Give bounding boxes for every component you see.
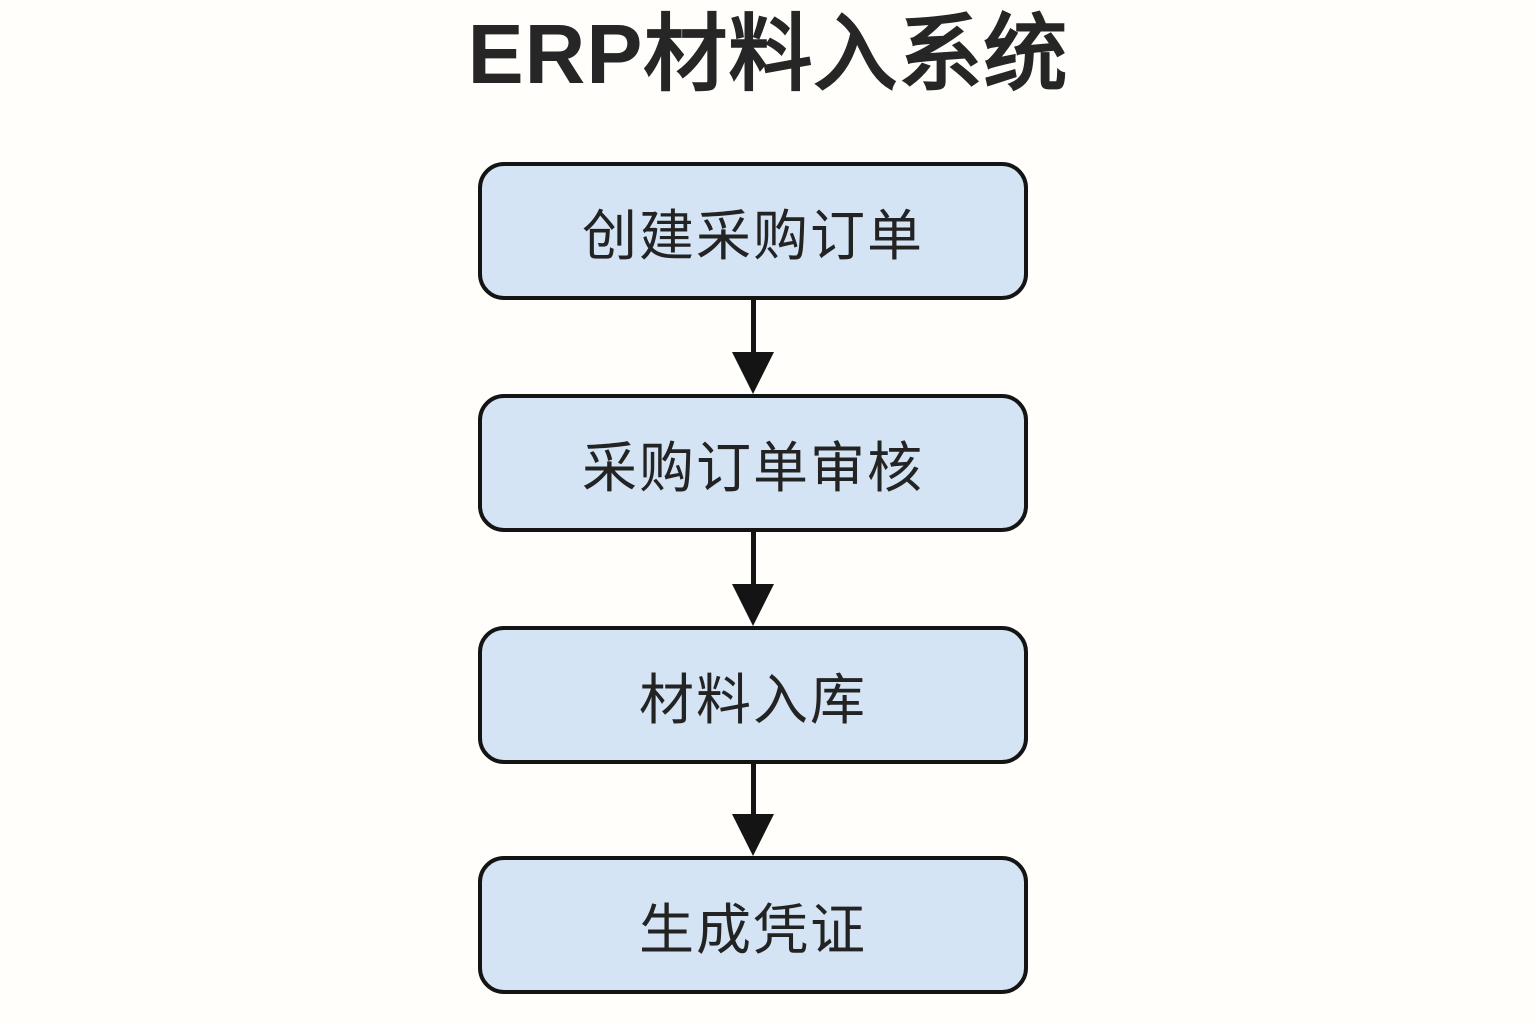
arrow-down-icon	[731, 532, 775, 626]
arrow-head-icon	[732, 584, 774, 626]
flow-node-create-purchase-order: 创建采购订单	[478, 162, 1028, 300]
arrow-line	[750, 300, 756, 352]
arrow-head-icon	[732, 352, 774, 394]
arrow-down-icon	[731, 764, 775, 856]
arrow-down-icon	[731, 300, 775, 394]
flow-node-label: 采购订单审核	[581, 437, 924, 499]
flow-node-material-warehousing: 材料入库	[478, 626, 1028, 764]
flow-node-generate-voucher: 生成凭证	[478, 856, 1028, 994]
flow-node-label: 材料入库	[638, 669, 867, 731]
arrow-line	[750, 532, 756, 584]
flow-node-label: 创建采购订单	[581, 205, 924, 267]
diagram-title: ERP材料入系统	[467, 7, 1069, 101]
flow-node-purchase-order-review: 采购订单审核	[478, 394, 1028, 532]
flow-node-label: 生成凭证	[638, 899, 867, 961]
arrow-line	[750, 764, 756, 814]
arrow-head-icon	[732, 814, 774, 856]
